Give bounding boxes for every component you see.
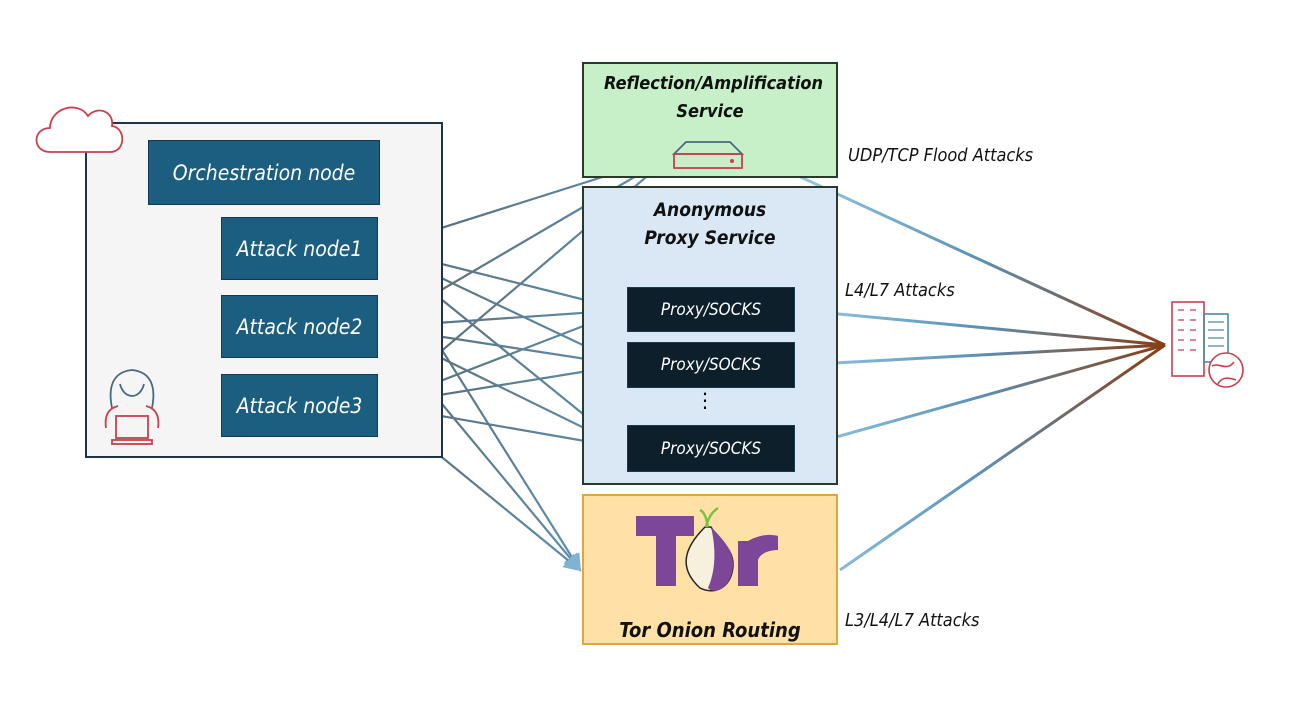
orchestration-node: Orchestration node xyxy=(148,140,380,205)
tor-box: Tor Onion Routing xyxy=(582,494,838,645)
attack-node-label: Attack node2 xyxy=(236,314,363,339)
proxy-label: Proxy/SOCKS xyxy=(660,438,762,459)
proxy-socks-2: Proxy/SOCKS xyxy=(627,342,795,388)
attack-node-label: Attack node1 xyxy=(236,236,363,261)
l4-l7-label: L4/L7 Attacks xyxy=(845,280,955,301)
attack-node-2: Attack node2 xyxy=(221,295,378,358)
target-connection-line xyxy=(796,308,1166,347)
proxy-socks-1: Proxy/SOCKS xyxy=(627,287,795,332)
target-connection-line xyxy=(741,148,1166,347)
attack-node-label: Attack node3 xyxy=(236,393,363,418)
attack-node-1: Attack node1 xyxy=(221,217,378,280)
tor-title: Tor Onion Routing xyxy=(619,618,801,642)
proxy-ellipsis: ⋮ xyxy=(695,388,715,412)
orchestration-node-label: Orchestration node xyxy=(172,160,356,185)
target-connection-line xyxy=(796,343,1166,450)
attack-node-3: Attack node3 xyxy=(221,374,378,437)
reflection-service-title: Reflection/Amplification Service xyxy=(604,73,824,122)
target-connection-line xyxy=(839,343,1166,572)
reflection-service-box: Reflection/Amplification Service xyxy=(582,62,838,178)
target-connection-line xyxy=(796,343,1166,367)
proxy-label: Proxy/SOCKS xyxy=(660,299,762,320)
proxy-service-title: Anonymous Proxy Service xyxy=(644,199,776,249)
proxy-label: Proxy/SOCKS xyxy=(660,355,762,375)
l3-l4-l7-label: L3/L4/L7 Attacks xyxy=(845,610,980,631)
udp-tcp-label: UDP/TCP Flood Attacks xyxy=(848,145,1034,166)
proxy-socks-3: Proxy/SOCKS xyxy=(627,425,795,472)
